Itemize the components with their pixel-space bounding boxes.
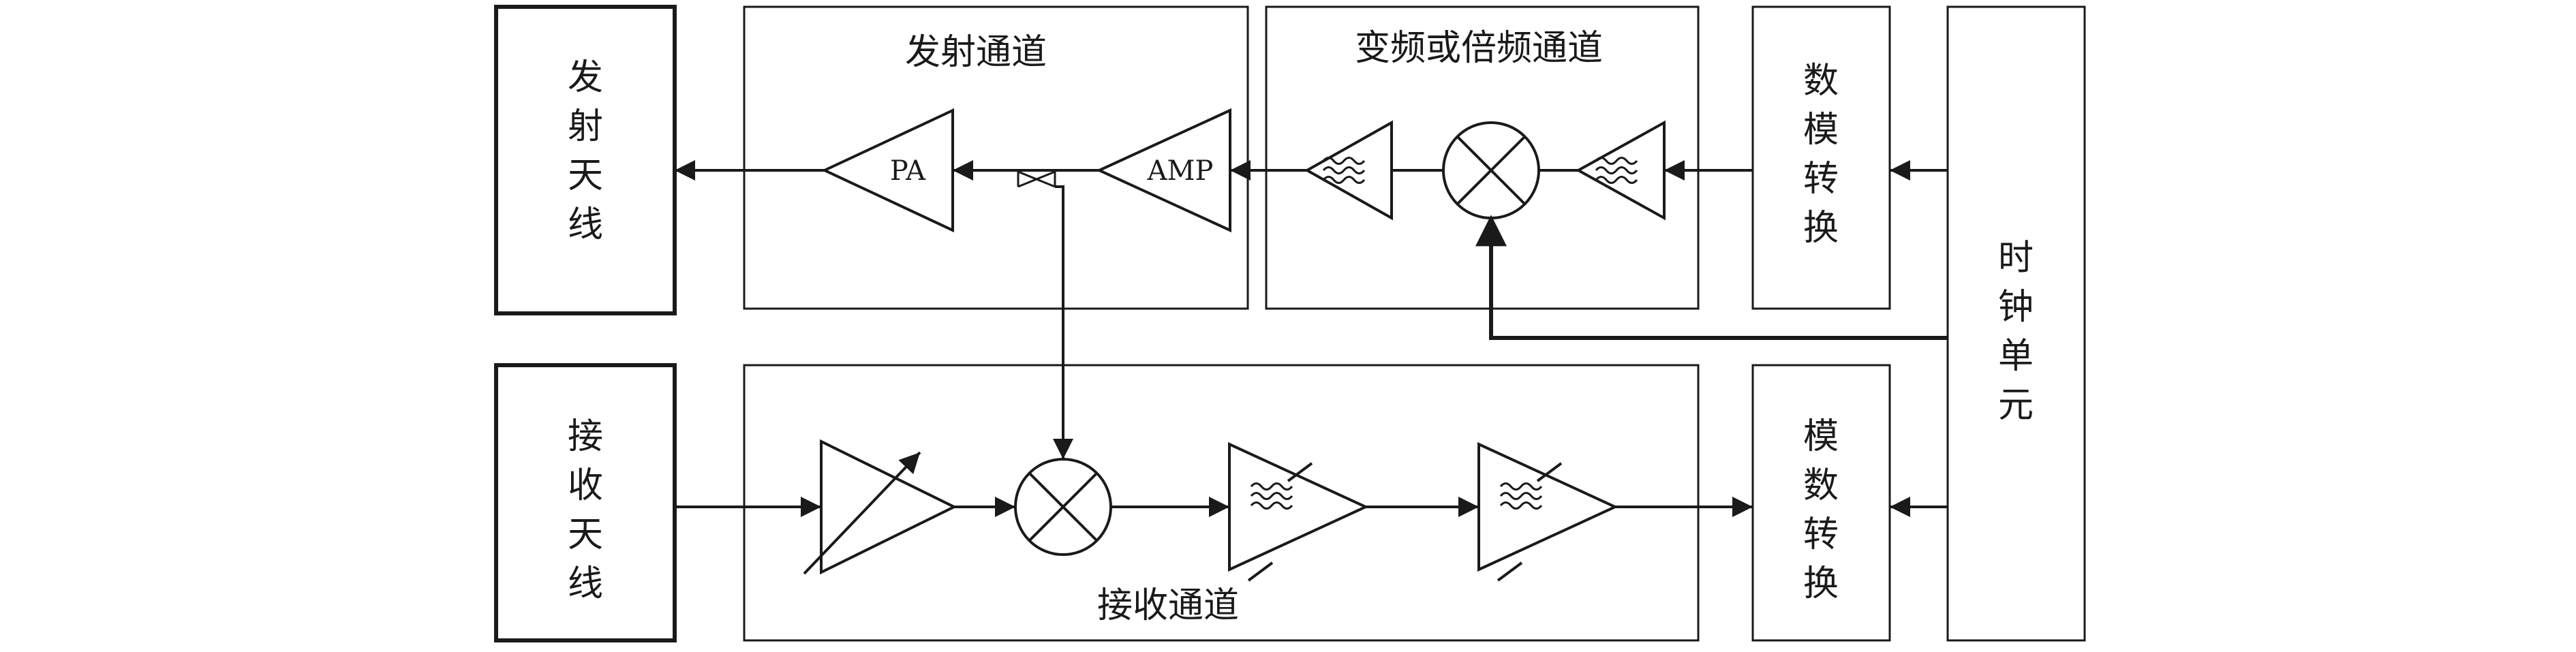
- pa-label: PA: [890, 155, 926, 187]
- rx-antenna-label-1: 接: [568, 416, 603, 457]
- filter-wave-icon: [1499, 482, 1543, 510]
- adc-label-1: 模: [1803, 416, 1839, 457]
- tx-channel-group: [743, 5, 1249, 310]
- amp-label: AMP: [1147, 155, 1214, 187]
- pa-amplifier: [821, 108, 954, 233]
- freq-filter-left: [1304, 120, 1393, 221]
- rx-antenna-label-4: 线: [568, 563, 603, 604]
- rx-filter-1-tick-top: [1287, 462, 1313, 482]
- rx-filter-1-tick-bottom: [1247, 561, 1274, 582]
- dac-label-3: 转: [1803, 159, 1839, 200]
- freq-channel-title: 变频或倍频通道: [1355, 28, 1603, 69]
- clock-unit-block: [1946, 5, 2086, 642]
- tx-antenna-label-2: 射: [568, 106, 603, 147]
- vga-adjust-arrow: [803, 451, 921, 575]
- freq-channel-group: [1265, 5, 1700, 310]
- filter-wave-icon: [1250, 482, 1293, 510]
- freq-mixer: [1442, 121, 1540, 219]
- filter-wave-icon: [1322, 157, 1366, 184]
- freq-filter-right: [1575, 120, 1666, 221]
- rx-mixer: [1014, 458, 1112, 556]
- coupler-symbol: [1017, 170, 1056, 188]
- clock-label-1: 时: [1998, 238, 2034, 279]
- rx-channel-title: 接收通道: [1097, 585, 1239, 626]
- dac-label-4: 换: [1803, 208, 1839, 249]
- dac-label-2: 模: [1803, 110, 1839, 151]
- tx-antenna-label-4: 线: [568, 204, 603, 245]
- adc-label-4: 换: [1803, 563, 1839, 604]
- rx-variable-amplifier: [820, 439, 957, 575]
- line-clock-to-freq-mixer: [1475, 215, 1948, 340]
- rx-filter-amplifier-2: [1477, 441, 1619, 572]
- rx-antenna-block: [494, 363, 677, 642]
- clock-label-4: 元: [1998, 385, 2034, 426]
- adc-label-2: 数: [1803, 465, 1839, 506]
- line-coupler-to-rx-mixer: [1053, 185, 1073, 459]
- clock-label-2: 钟: [1998, 287, 2034, 328]
- filter-wave-icon: [1595, 157, 1638, 184]
- rx-antenna-label-2: 收: [568, 465, 603, 506]
- tx-channel-title: 发射通道: [905, 32, 1047, 73]
- rx-filter-2-tick-bottom: [1497, 561, 1523, 582]
- dac-block: [1751, 5, 1891, 310]
- clock-label-3: 单: [1998, 336, 2034, 377]
- tx-antenna-label-1: 发: [568, 57, 603, 98]
- rx-channel-group: [743, 364, 1700, 642]
- dac-label-1: 数: [1803, 61, 1839, 102]
- rx-filter-amplifier-1: [1228, 441, 1369, 572]
- tx-antenna-label-3: 天: [568, 155, 603, 196]
- adc-label-3: 转: [1803, 514, 1839, 555]
- rx-antenna-label-3: 天: [568, 514, 603, 555]
- rx-filter-2-tick-top: [1536, 462, 1563, 482]
